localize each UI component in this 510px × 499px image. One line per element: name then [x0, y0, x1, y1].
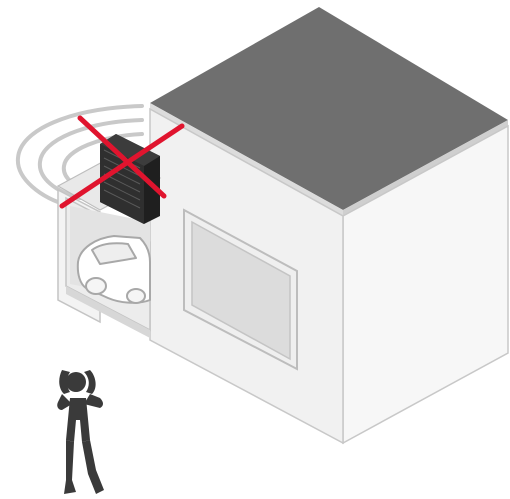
house-roof-edge-right — [343, 120, 508, 216]
car-icon — [76, 235, 151, 304]
prohibited-cross-icon — [59, 115, 185, 209]
distressed-person-icon — [57, 370, 104, 494]
house-roof-edge — [150, 103, 343, 216]
house-roof — [150, 7, 508, 210]
house-window — [183, 208, 298, 371]
